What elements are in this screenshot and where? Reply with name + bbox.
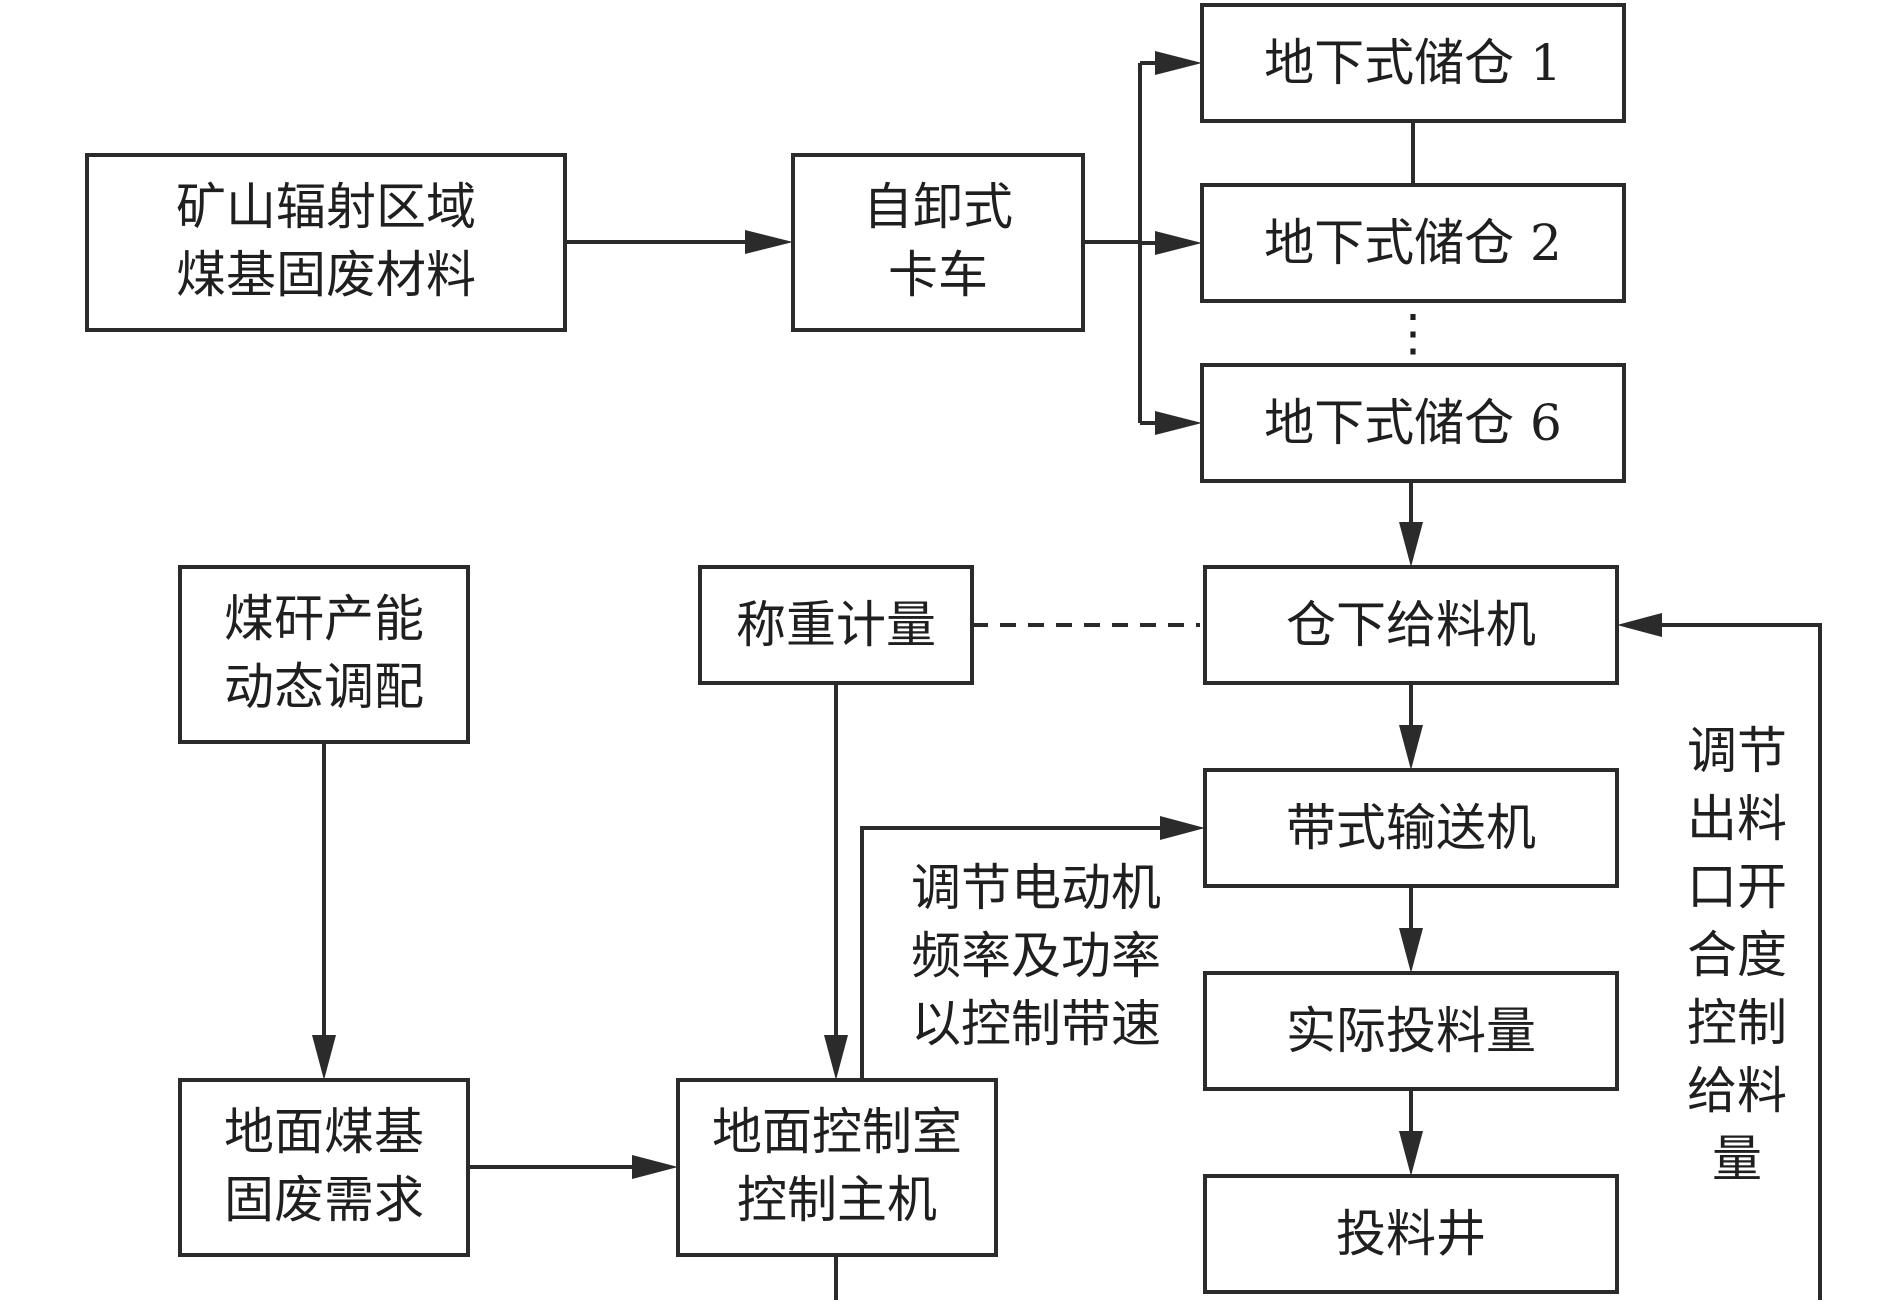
coal-capacity-label: 煤矸产能 动态调配 <box>224 590 424 716</box>
silo-2-label: 地下式储仓 2 <box>1264 214 1562 272</box>
arrowhead-icon <box>312 1035 336 1080</box>
arrowhead-icon <box>1617 613 1662 637</box>
mine-material-line-2: 煤基固废材料 <box>176 246 476 304</box>
arrow-control-to-feeder <box>834 623 1822 1305</box>
arrow-control-to-belt <box>860 826 1183 1080</box>
outlet-control-annotation: 调节 出料 口开 合度 控制 给料 量 <box>1687 722 1787 1188</box>
feed-shaft-box <box>1203 1174 1619 1294</box>
arrowhead-icon <box>1160 816 1205 840</box>
outlet-control-line-5: 控制 <box>1687 994 1787 1052</box>
mine-material-label: 矿山辐射区域 煤基固废材料 <box>176 178 476 304</box>
outlet-control-line-2: 出料 <box>1687 790 1787 848</box>
silo-feeder-label: 仓下给料机 <box>1286 596 1536 654</box>
dump-truck-label: 自卸式 卡车 <box>863 178 1013 304</box>
arrowhead-icon <box>1155 411 1202 435</box>
mine-material-line-1: 矿山辐射区域 <box>176 178 476 236</box>
control-host-label: 地面控制室 控制主机 <box>712 1103 962 1229</box>
arrowhead-icon <box>1399 928 1423 973</box>
dump-truck-line-2: 卡车 <box>888 246 988 304</box>
coal-capacity-line-1: 煤矸产能 <box>224 590 424 648</box>
feed-shaft-label: 投料井 <box>1336 1205 1486 1263</box>
outlet-control-line-4: 合度 <box>1687 926 1787 984</box>
actual-feed-box <box>1203 971 1619 1091</box>
ground-demand-label: 地面煤基 固废需求 <box>224 1103 424 1229</box>
dump-truck-box <box>791 153 1085 332</box>
silo-1-label: 地下式储仓 1 <box>1264 34 1562 92</box>
motor-control-line-1: 调节电动机 <box>911 859 1161 917</box>
motor-control-line-2: 频率及功率 <box>911 927 1161 985</box>
arrowhead-icon <box>1155 231 1202 255</box>
ground-demand-line-2: 固废需求 <box>224 1171 424 1229</box>
outlet-control-line-7: 量 <box>1712 1130 1762 1188</box>
outlet-control-line-6: 给料 <box>1687 1062 1787 1120</box>
mine-material-box <box>85 153 567 332</box>
ground-demand-box <box>178 1078 470 1257</box>
arrowhead-icon <box>1399 725 1423 770</box>
belt-conveyor-label: 带式输送机 <box>1286 799 1536 857</box>
actual-feed-label: 实际投料量 <box>1286 1002 1536 1060</box>
arrowhead-icon <box>745 230 793 254</box>
outlet-control-line-1: 调节 <box>1687 722 1787 780</box>
outlet-control-line-3: 口开 <box>1687 858 1787 916</box>
control-host-line-1: 地面控制室 <box>712 1103 962 1161</box>
arrowhead-icon <box>824 1035 848 1080</box>
arrowhead-icon <box>632 1155 678 1179</box>
coal-capacity-line-2: 动态调配 <box>224 658 424 716</box>
coal-capacity-box <box>178 565 470 744</box>
motor-control-annotation: 调节电动机 频率及功率 以控制带速 <box>911 859 1161 1053</box>
motor-control-line-3: 以控制带速 <box>911 995 1161 1053</box>
arrowhead-icon <box>1155 51 1202 75</box>
silo-2-box <box>1200 183 1626 303</box>
control-host-line-2: 控制主机 <box>737 1171 937 1229</box>
silo-feeder-box <box>1203 565 1619 685</box>
weighing-label: 称重计量 <box>736 596 936 654</box>
ground-demand-line-1: 地面煤基 <box>224 1103 424 1161</box>
arrowhead-icon <box>1399 1131 1423 1176</box>
silo-ellipsis: ⋮ <box>1388 304 1438 362</box>
silo-6-label: 地下式储仓 6 <box>1264 394 1562 452</box>
arrowhead-icon <box>1399 522 1423 567</box>
dump-truck-line-1: 自卸式 <box>863 178 1013 236</box>
